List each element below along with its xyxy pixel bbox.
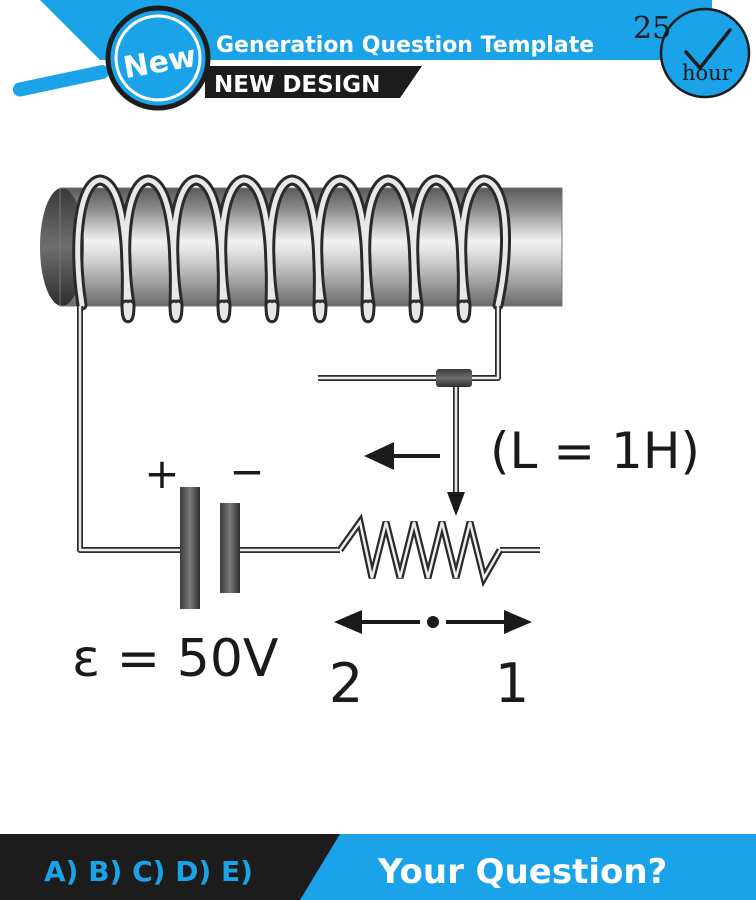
timer-icon [659,7,751,99]
header-subtitle: NEW DESIGN [214,72,380,98]
question-prompt: Your Question? [377,852,667,892]
timer-unit: hour [682,61,733,85]
slider-down-arrow-icon [447,492,465,516]
position-1-label: 1 [495,652,529,715]
magnifier-handle-icon [12,65,110,97]
coil-windings [72,174,512,324]
battery-plate-negative [220,503,240,593]
inductance-label: (L = 1H) [490,422,700,480]
circuit-wires [77,306,540,553]
header-title: Generation Question Template [216,33,594,58]
battery-minus-sign: − [229,447,264,496]
footer: A) B) C) D) E) Your Question? [0,834,756,900]
current-arrow [364,442,440,470]
position-arrow [334,610,532,634]
battery-plus-sign: + [144,449,179,498]
rheostat [337,513,504,588]
position-2-label: 2 [329,652,363,715]
sliding-contact [436,369,472,387]
footer-blue-band [300,834,756,900]
timer-number: 25 [633,11,671,46]
battery-plate-positive [180,487,200,609]
magnifier-lens-inner [114,14,202,102]
emf-label: ε = 50V [72,629,279,689]
battery [180,487,240,609]
header-dark-band [205,66,422,98]
answer-options: A) B) C) D) E) [44,855,253,888]
header: New Generation Question Template NEW DES… [12,0,751,111]
